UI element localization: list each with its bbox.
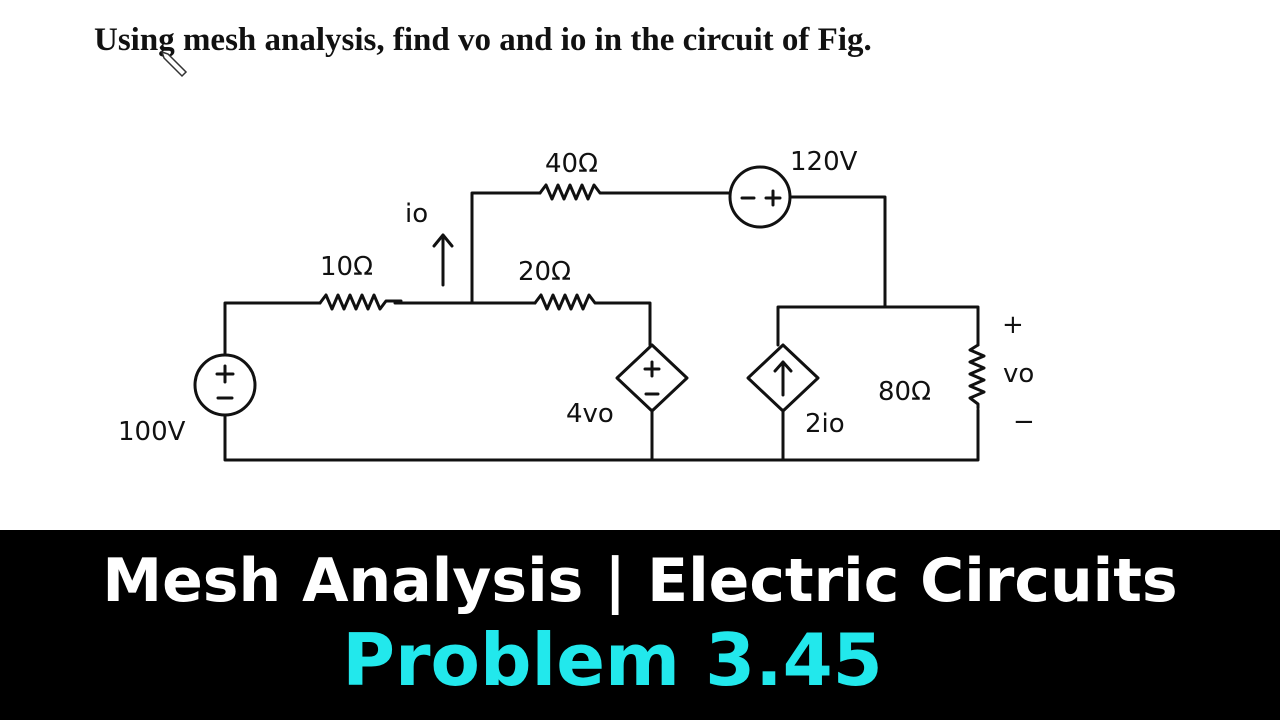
label-vo: vo: [1003, 359, 1034, 389]
voltage-source-120v: [728, 165, 792, 229]
banner-subtitle: Problem 3.45: [342, 618, 883, 702]
label-100v: 100V: [118, 417, 186, 447]
label-2io: 2io: [805, 409, 845, 439]
banner-title: Mesh Analysis | Electric Circuits: [102, 546, 1178, 616]
resistor-40: [538, 183, 607, 201]
label-120v: 120V: [790, 147, 858, 177]
wires: [223, 191, 980, 462]
pencil-cursor-icon: [160, 50, 188, 78]
label-4vo: 4vo: [566, 399, 614, 429]
resistor-80: [968, 343, 986, 410]
dependent-voltage-source: [615, 343, 689, 413]
current-arrow-icon: [432, 233, 454, 287]
label-r40: 40Ω: [545, 149, 598, 179]
resistor-10: [318, 293, 403, 311]
label-r20: 20Ω: [518, 257, 571, 287]
label-io: io: [405, 199, 428, 229]
label-vo-plus: +: [1002, 310, 1024, 340]
label-r10: 10Ω: [320, 252, 373, 282]
resistor-20: [533, 293, 603, 311]
voltage-source-100v: [193, 353, 257, 417]
label-r80: 80Ω: [878, 377, 931, 407]
dependent-current-source: [746, 343, 820, 413]
label-vo-minus: −: [1013, 407, 1035, 437]
circuit-diagram: 10Ω 20Ω 40Ω 80Ω 100V 120V io 4vo 2io + v…: [118, 147, 1035, 462]
title-banner: [0, 530, 1280, 720]
question-text: Using mesh analysis, find vo and io in t…: [94, 22, 872, 58]
